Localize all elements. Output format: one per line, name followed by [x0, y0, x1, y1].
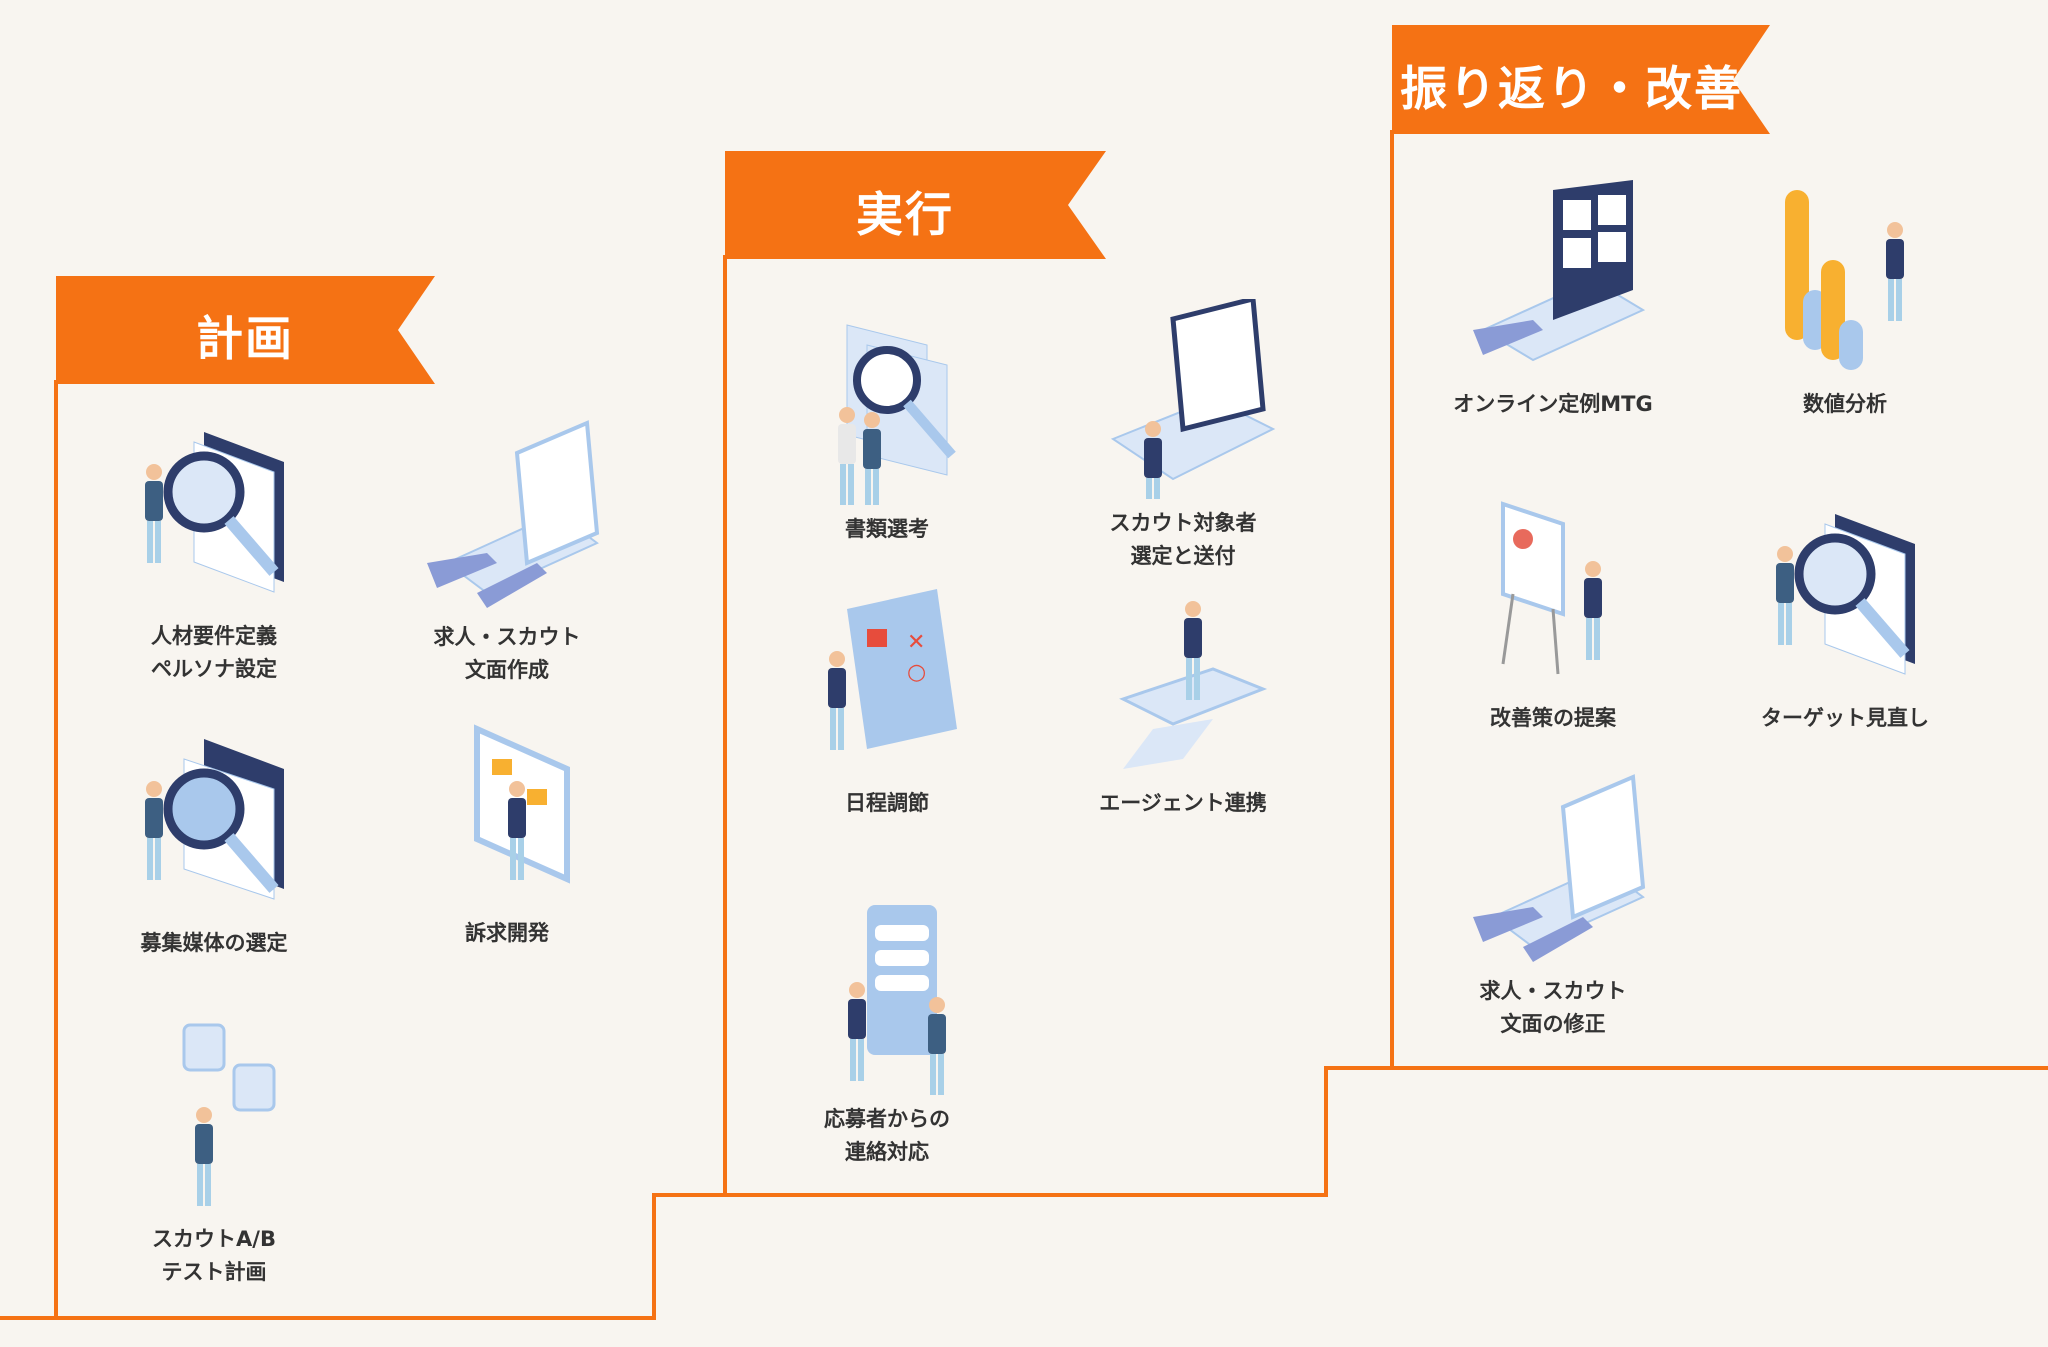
task-label-line: 募集媒体の選定 — [140, 931, 288, 955]
task-label-line: テスト計画 — [161, 1260, 267, 1284]
task-label: 改善策の提案 — [1423, 702, 1683, 735]
task-item: 求人・スカウト文面の修正 — [1423, 767, 1683, 1041]
task-label: 募集媒体の選定 — [84, 927, 344, 960]
news-magnifier-icon — [145, 739, 284, 900]
task-label: 数値分析 — [1715, 388, 1975, 421]
task-label: スカウト対象者選定と送付 — [1053, 507, 1313, 573]
task-label-line: 応募者からの — [824, 1107, 950, 1131]
task-label: エージェント連携 — [1053, 787, 1313, 820]
task-item: エージェント連携 — [1053, 579, 1313, 820]
calendar-icon: ✕○ — [828, 589, 957, 750]
stage-3-banner — [1392, 25, 1770, 134]
task-label-line: スカウト対象者 — [1109, 511, 1257, 535]
task-label-line: 日程調節 — [845, 791, 929, 815]
stage-3-outline — [1390, 130, 2048, 1070]
task-item: 応募者からの連絡対応 — [757, 895, 1017, 1169]
task-label: オンライン定例MTG — [1423, 388, 1683, 421]
stage-2-title: 実行 — [856, 188, 954, 243]
task-label-line: 連絡対応 — [845, 1140, 929, 1164]
poster-person-icon — [474, 724, 570, 884]
task-label: 応募者からの連絡対応 — [757, 1103, 1017, 1169]
task-label: スカウトA/B テスト計画 — [84, 1223, 344, 1289]
task-label: 求人・スカウト文面作成 — [377, 621, 637, 687]
stage-1-outline — [54, 380, 725, 1320]
task-item: ターゲット見直し — [1715, 494, 1975, 735]
task-label-line: 選定と送付 — [1130, 544, 1236, 568]
task-item: 訴求開発 — [377, 709, 637, 950]
magnifier-document-icon — [145, 432, 284, 593]
task-item: スカウト対象者選定と送付 — [1053, 299, 1313, 573]
laptop-profiles-icon — [1110, 299, 1276, 499]
task-item: 書類選考 — [757, 305, 1017, 546]
stage-1-title: 計画 — [196, 312, 294, 367]
bar-chart-person-icon — [1785, 190, 1904, 370]
task-label-line: 人材要件定義 — [151, 624, 277, 648]
task-label-line: 求人・スカウト — [1479, 979, 1627, 1003]
task-label-line: オンライン定例MTG — [1453, 392, 1653, 416]
task-label-line: 訴求開発 — [465, 921, 549, 945]
task-item: 改善策の提案 — [1423, 494, 1683, 735]
task-item: 人材要件定義ペルソナ設定 — [84, 412, 344, 686]
task-item: 募集媒体の選定 — [84, 719, 344, 960]
task-label: 訴求開発 — [377, 917, 637, 950]
task-label-line: 文面の修正 — [1500, 1012, 1606, 1036]
document-screening-icon — [838, 324, 956, 505]
laptop-typing-icon — [427, 420, 600, 608]
task-label: 人材要件定義ペルソナ設定 — [84, 620, 344, 686]
svg-text:○: ○ — [907, 660, 926, 685]
task-label-line: 改善策の提案 — [1490, 706, 1616, 730]
stage-2-outline — [723, 255, 1392, 1197]
smartphone-chat-icon — [848, 905, 946, 1095]
task-label: ターゲット見直し — [1715, 702, 1975, 735]
email-ab-icon — [182, 1023, 276, 1206]
task-item: スカウトA/B テスト計画 — [84, 1015, 344, 1289]
magnifier-document-icon — [1776, 514, 1915, 675]
task-label: 日程調節 — [757, 787, 1017, 820]
task-label-line: 数値分析 — [1803, 392, 1887, 416]
task-label-line: ターゲット見直し — [1761, 706, 1929, 730]
stage-2-banner — [725, 151, 1106, 259]
laptop-typing-icon — [1473, 774, 1646, 962]
task-item: ✕○日程調節 — [757, 579, 1017, 820]
task-label-line: エージェント連携 — [1099, 791, 1267, 815]
task-label: 書類選考 — [757, 513, 1017, 546]
stage-3-title: 振り返り・改善 — [1400, 62, 1743, 117]
laptop-video-call-icon — [1473, 180, 1646, 362]
svg-text:✕: ✕ — [907, 630, 925, 655]
task-label-line: 書類選考 — [845, 517, 929, 541]
stage-1-banner — [56, 276, 435, 384]
whiteboard-presenter-icon — [1501, 501, 1602, 675]
task-label: 求人・スカウト文面の修正 — [1423, 975, 1683, 1041]
task-item: 求人・スカウト文面作成 — [377, 413, 637, 687]
task-item: オンライン定例MTG — [1423, 180, 1683, 421]
task-label-line: 文面作成 — [465, 658, 549, 682]
agent-tablet-icon — [1119, 601, 1268, 769]
task-label-line: スカウトA/B — [152, 1227, 276, 1251]
task-item: 数値分析 — [1715, 180, 1975, 421]
task-label-line: 求人・スカウト — [433, 625, 581, 649]
task-label-line: ペルソナ設定 — [151, 657, 277, 681]
